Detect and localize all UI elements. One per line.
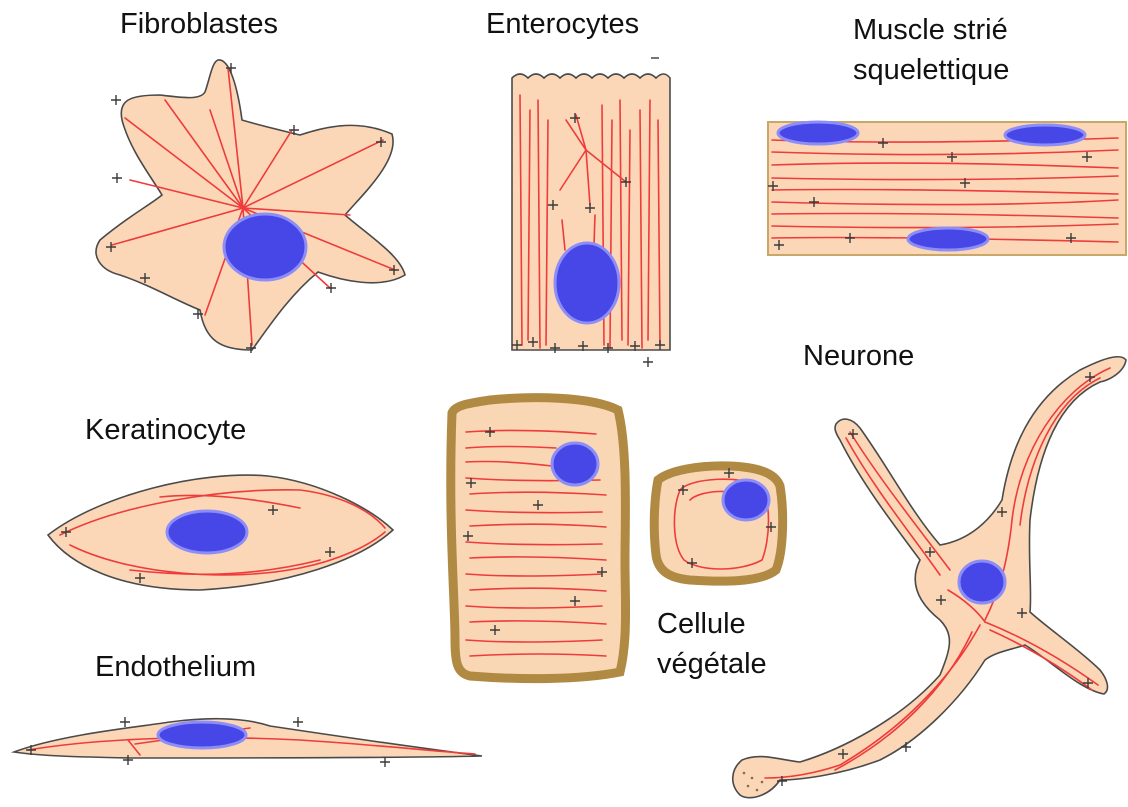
enterocyte-nucleus xyxy=(555,243,619,323)
label-keratinocyte: Keratinocyte xyxy=(85,412,246,448)
neuron-cell xyxy=(733,357,1126,798)
label-fibroblastes: Fibroblastes xyxy=(120,6,278,42)
label-endothelium: Endothelium xyxy=(95,649,256,685)
keratinocyte-cell xyxy=(48,475,393,590)
neuron-cytoplasm xyxy=(733,357,1126,798)
label-plant-line1: Cellule xyxy=(657,606,746,642)
enterocyte-cell xyxy=(512,74,670,367)
endothelium-cell xyxy=(14,717,482,767)
plant-cell-small xyxy=(654,466,782,581)
muscle-nucleus-3 xyxy=(908,228,988,250)
muscle-nucleus-1 xyxy=(778,122,858,144)
label-neurone: Neurone xyxy=(803,338,914,374)
plant-cell-large xyxy=(451,398,626,679)
muscle-nucleus-2 xyxy=(1005,125,1085,145)
label-muscle-line1: Muscle strié xyxy=(853,12,1008,48)
plant-cell-large-nucleus xyxy=(552,443,598,485)
fibroblast-nucleus xyxy=(224,214,306,280)
endothelium-nucleus xyxy=(158,722,246,748)
label-plant-line2: végétale xyxy=(657,646,767,682)
skeletal-muscle-cell xyxy=(768,122,1126,255)
keratinocyte-nucleus xyxy=(167,511,247,553)
neuron-nucleus xyxy=(959,561,1005,603)
label-muscle-line2: squelettique xyxy=(853,52,1009,88)
plant-cell-small-nucleus xyxy=(723,480,769,520)
label-enterocytes: Enterocytes xyxy=(486,6,639,42)
fibroblast-cell xyxy=(96,60,405,353)
plant-cell-large-wall xyxy=(451,398,626,679)
plant-cell-small-wall xyxy=(654,466,782,581)
